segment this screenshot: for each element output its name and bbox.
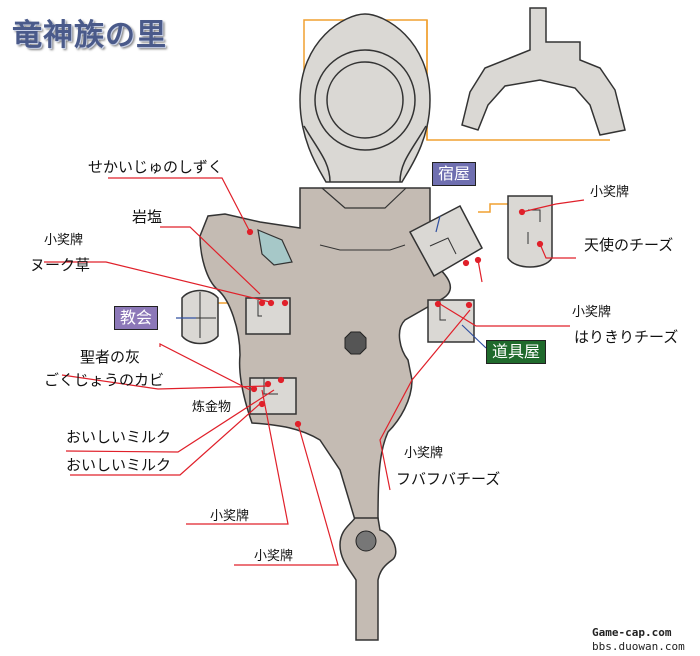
label-angel-cheese: 天使のチーズ: [584, 236, 674, 254]
item-shop-building: [427, 299, 475, 343]
inn-tag: 宿屋: [432, 162, 477, 186]
label-milk-2: おいしいミルク: [66, 456, 172, 474]
item-dots: [246, 208, 544, 428]
label-fubafuba-cheese: フバフバチーズ: [396, 470, 501, 488]
label-medal-4: 小奖牌: [404, 446, 444, 461]
watermark-line-1: Game-cap.com: [592, 626, 672, 639]
watermark-line-2: bbs.duowan.com: [592, 640, 685, 653]
label-medal-5: 小奖牌: [210, 509, 250, 524]
label-medal-1: 小奖牌: [44, 233, 84, 248]
label-sekai-no-shizuku: せかいじゅのしずく: [88, 158, 223, 176]
label-gokujo-mold: ごくじょうのカビ: [44, 371, 165, 389]
item-leader-lines: [44, 177, 585, 566]
item-shop-tag: 道具屋: [486, 340, 547, 364]
church-tag: 教会: [114, 306, 159, 330]
ledge-line: [319, 244, 406, 251]
label-holy-ash: 聖者の灰: [80, 348, 141, 366]
label-medal-2: 小奖牌: [590, 185, 630, 200]
round-tower: [299, 13, 431, 183]
alchemy-pot-label: 炼金物: [192, 400, 232, 415]
label-milk-1: おいしいミルク: [66, 428, 172, 446]
main-village-floor: [199, 187, 452, 521]
stair-lines: [321, 187, 407, 209]
label-medal-6: 小奖牌: [254, 549, 294, 564]
map-title: 竜神族の里: [12, 18, 167, 53]
building-markers: [176, 215, 487, 349]
label-medal-3: 小奖牌: [572, 305, 612, 320]
inn-building: [408, 204, 483, 278]
house-alchemy: [249, 377, 297, 415]
label-ganen: 岩塩: [132, 208, 163, 226]
label-harikiri-cheese: はりきりチーズ: [574, 328, 679, 346]
label-nuku-grass: ヌーク草: [30, 256, 91, 274]
center-well: [344, 331, 367, 355]
water-pool: [257, 229, 293, 266]
arch-structure: [461, 7, 626, 136]
south-path: [339, 517, 397, 641]
south-plaza-well: [355, 530, 377, 552]
